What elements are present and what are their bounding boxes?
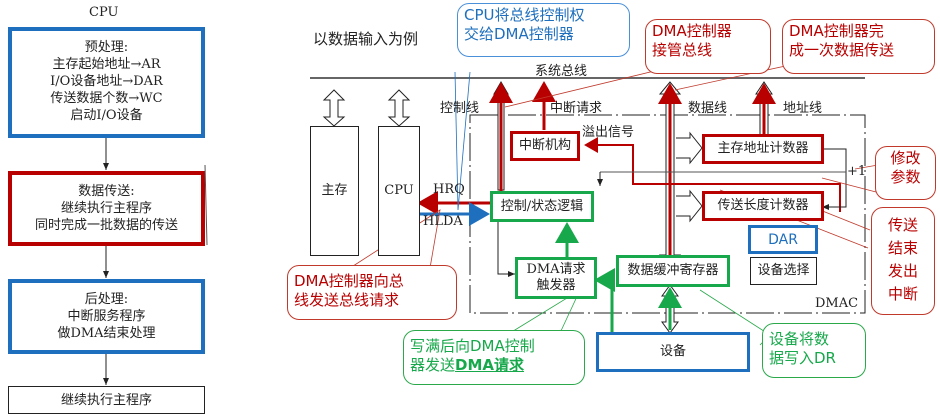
- flow-step-line: 预处理:: [84, 40, 129, 55]
- main-memory-block: 主存: [310, 126, 359, 256]
- flow-step-line: 中断服务程序: [67, 309, 146, 324]
- callout-line: 结束: [887, 239, 918, 257]
- data-buffer-block: 数据缓冲寄存器: [616, 255, 730, 287]
- flow-step-line: 启动I/O设备: [70, 108, 143, 123]
- callout-text: 器发送: [410, 356, 456, 374]
- flow-step-preprocess: 预处理: 主存起始地址→AR I/O设备地址→DAR 传送数据个数→WC 启动I…: [8, 27, 205, 138]
- flow-step-line: 做DMA结束处理: [57, 326, 156, 341]
- device-select-block: 设备选择: [750, 257, 817, 285]
- callout-line: 传送: [887, 216, 918, 234]
- flow-step-line: 主存起始地址→AR: [52, 57, 161, 72]
- flow-step-transfer: 数据传送: 继续执行主程序 同时完成一批数据的传送: [8, 171, 205, 246]
- callout-transfer-end: 传送 结束 发出 中断: [871, 207, 935, 315]
- flow-step-line: 后处理:: [84, 292, 129, 307]
- callout-line: 设备将数: [769, 330, 830, 348]
- callout-line: DMA控制器完: [789, 22, 884, 40]
- callout-line: CPU将总线控制权: [464, 6, 585, 24]
- hrq-label: HRQ: [433, 182, 465, 197]
- flow-step-continue: 继续执行主程序: [8, 386, 205, 414]
- address-line-label: 地址线: [783, 101, 823, 116]
- callout-line: 中断: [887, 285, 918, 303]
- interrupt-unit-block: 中断机构: [510, 131, 580, 161]
- callout-cpu-grant: CPU将总线控制权 交给DMA控制器: [457, 3, 630, 57]
- flow-step-line: 继续执行主程序: [60, 201, 152, 216]
- flow-step-line: 同时完成一批数据的传送: [34, 218, 178, 233]
- cpu-block: CPU: [378, 126, 420, 256]
- callout-line: 接管总线: [652, 41, 713, 59]
- control-logic-block: 控制/状态逻辑: [490, 191, 594, 222]
- dma-trigger-line: 触发器: [536, 278, 576, 293]
- callout-line: 线发送总线请求: [294, 291, 400, 309]
- callout-line: 据写入DR: [769, 349, 836, 367]
- callout-device-write: 设备将数 据写入DR: [762, 323, 866, 378]
- overflow-label: 溢出信号: [582, 125, 635, 140]
- bus-double-arrow-memory: [322, 89, 411, 127]
- flow-step-line: I/O设备地址→DAR: [50, 74, 163, 89]
- callout-line: 发出: [887, 262, 918, 280]
- flowchart-title: CPU: [89, 5, 119, 20]
- flow-step-line: 数据传送:: [78, 184, 135, 199]
- data-line-label: 数据线: [688, 101, 728, 116]
- length-counter-block: 传送长度计数器: [702, 191, 824, 221]
- callout-write-full: 写满后向DMA控制 器发送DMA请求: [403, 330, 585, 385]
- interrupt-request-label: 中断请求: [550, 101, 603, 116]
- flow-step-line: 继续执行主程序: [60, 393, 152, 408]
- flow-step-line: 传送数据个数→WC: [50, 91, 163, 106]
- hlda-label: HLDA: [423, 214, 463, 229]
- dmac-label: DMAC: [815, 296, 859, 311]
- dma-request-emphasis: DMA请求: [455, 356, 525, 374]
- callout-line: 修改: [890, 149, 921, 167]
- callout-line: DMA控制器: [652, 22, 732, 40]
- control-line-label: 控制线: [440, 101, 480, 116]
- callout-line: DMA控制器向总: [294, 272, 404, 290]
- dma-trigger-line: DMA请求: [526, 262, 586, 277]
- callout-line: 交给DMA控制器: [464, 25, 574, 43]
- address-counter-block: 主存地址计数器: [702, 134, 824, 164]
- callout-dma-complete: DMA控制器完 成一次数据传送: [782, 19, 935, 74]
- callout-dma-takeover: DMA控制器 接管总线: [645, 19, 771, 74]
- flow-step-postprocess: 后处理: 中断服务程序 做DMA结束处理: [8, 279, 205, 354]
- callout-bus-request: DMA控制器向总 线发送总线请求: [287, 265, 457, 320]
- dma-trigger-block: DMA请求 触发器: [515, 257, 597, 299]
- plus-one-label: +1: [847, 164, 867, 179]
- callout-line: 器发送DMA请求: [410, 356, 578, 375]
- callout-line: 参数: [890, 168, 921, 186]
- callout-line: 写满后向DMA控制: [410, 337, 535, 355]
- callout-modify-params: 修改 参数: [875, 146, 936, 200]
- callout-line: 成一次数据传送: [789, 41, 895, 59]
- dar-block: DAR: [748, 225, 818, 254]
- diagram-heading: 以数据输入为例: [313, 30, 419, 48]
- device-block: 设备: [596, 332, 750, 372]
- system-bus-label: 系统总线: [535, 64, 588, 79]
